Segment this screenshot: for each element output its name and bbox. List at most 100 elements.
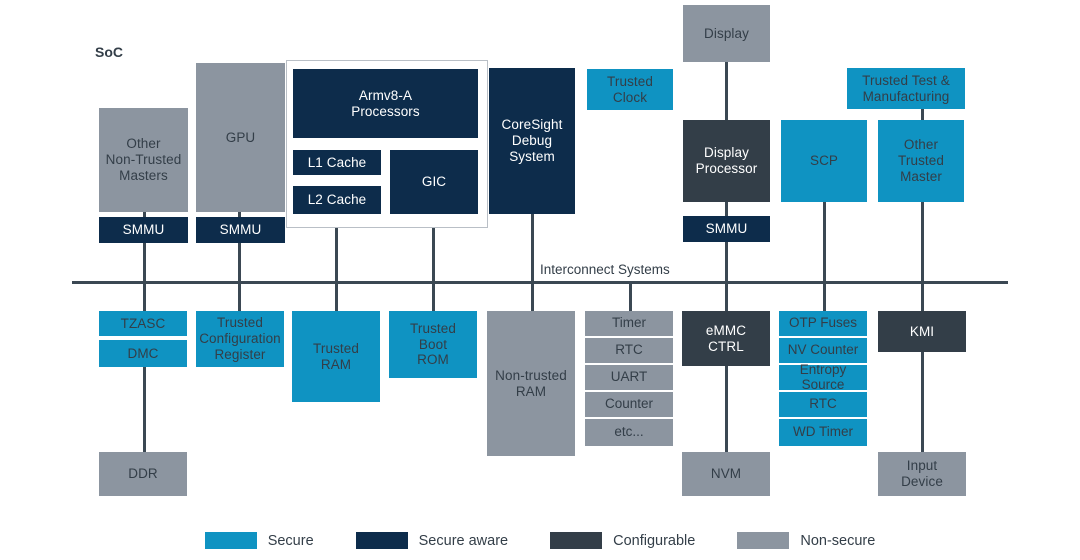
block-ddr[interactable]: DDR xyxy=(99,452,187,496)
block-gpu[interactable]: GPU xyxy=(196,63,285,212)
wire-other-trusted-master-to-bus xyxy=(921,201,924,285)
wire-scp-to-bus xyxy=(823,201,826,285)
legend: Secure Secure aware Configurable Non-sec… xyxy=(0,532,1080,549)
label-line: RAM xyxy=(515,383,547,399)
label-line: CoreSight xyxy=(501,117,563,133)
wire-display-to-display-processor xyxy=(725,61,728,122)
label-line: eMMC xyxy=(705,322,747,338)
legend-item-configurable: Configurable xyxy=(550,532,695,549)
block-rtc-secure[interactable]: RTC xyxy=(779,392,867,419)
block-trusted-configuration-register[interactable]: Trusted Configuration Register xyxy=(196,311,284,367)
label-line: Trusted Test & xyxy=(862,72,950,88)
label-line: Other xyxy=(126,136,161,152)
block-tzasc[interactable]: TZASC xyxy=(99,311,187,336)
block-trusted-boot-rom[interactable]: Trusted Boot ROM xyxy=(389,311,477,378)
stack-non-secure-peripherals: Timer RTC UART Counter etc... xyxy=(585,311,673,446)
block-emmc-ctrl[interactable]: eMMC CTRL xyxy=(682,311,770,366)
legend-item-secure: Secure xyxy=(204,532,314,549)
legend-item-non-secure: Non-secure xyxy=(737,532,875,549)
block-trusted-ram[interactable]: Trusted RAM xyxy=(292,311,380,402)
block-display[interactable]: Display xyxy=(683,5,770,62)
block-armv8a-processors[interactable]: Armv8-A Processors xyxy=(293,69,478,138)
label-line: Processors xyxy=(351,103,420,119)
label-line: CTRL xyxy=(708,338,744,354)
block-rtc[interactable]: RTC xyxy=(585,338,673,365)
legend-label-secure: Secure xyxy=(267,532,314,549)
label-line: Trusted xyxy=(607,73,653,89)
block-otp-fuses[interactable]: OTP Fuses xyxy=(779,311,867,338)
block-dmc[interactable]: DMC xyxy=(99,340,187,367)
block-scp[interactable]: SCP xyxy=(781,120,867,202)
label-line: Trusted xyxy=(217,315,263,331)
block-smmu-gpu[interactable]: SMMU xyxy=(196,217,285,243)
legend-label-configurable: Configurable xyxy=(613,532,696,549)
block-nv-counter[interactable]: NV Counter xyxy=(779,338,867,365)
wire-masters-to-smmu1 xyxy=(143,210,146,220)
label-line: Register xyxy=(214,346,266,362)
block-trusted-clock[interactable]: Trusted Clock xyxy=(587,69,673,110)
soc-title: SoC xyxy=(95,44,123,60)
label-line: Armv8-A xyxy=(358,87,413,103)
block-display-processor[interactable]: Display Processor xyxy=(683,120,770,202)
label-line: System xyxy=(509,148,555,164)
wire-bus-to-trusted-ram xyxy=(335,283,338,313)
label-line: Trusted xyxy=(313,340,359,356)
wire-bus-to-non-trusted-ram xyxy=(531,283,534,313)
block-smmu-display[interactable]: SMMU xyxy=(683,216,770,242)
block-input-device[interactable]: Input Device xyxy=(878,452,966,496)
block-entropy-source[interactable]: Entropy Source xyxy=(779,362,867,392)
legend-swatch-configurable xyxy=(550,532,603,549)
block-non-trusted-ram[interactable]: Non-trusted RAM xyxy=(487,311,575,456)
block-counter[interactable]: Counter xyxy=(585,392,673,419)
wire-coresight-to-bus xyxy=(531,214,534,285)
wire-kmi-to-input-device xyxy=(921,350,924,456)
block-l2-cache[interactable]: L2 Cache xyxy=(293,186,381,214)
block-timer[interactable]: Timer xyxy=(585,311,673,338)
stack-secure-peripherals: OTP Fuses NV Counter Entropy Source RTC … xyxy=(779,311,867,446)
label-line: Processor xyxy=(695,161,758,176)
label-line: ROM xyxy=(417,352,449,368)
wire-smmu2-to-bus xyxy=(238,240,241,285)
label-line: Manufacturing xyxy=(862,88,950,104)
block-etc[interactable]: etc... xyxy=(585,419,673,446)
block-uart[interactable]: UART xyxy=(585,365,673,392)
label-line: Non-trusted xyxy=(495,367,567,383)
block-other-non-trusted-masters[interactable]: Other Non-Trusted Masters xyxy=(99,108,188,212)
label-line: Trusted xyxy=(898,153,944,169)
wire-smmu1-to-bus xyxy=(143,240,146,285)
label-line: Trusted xyxy=(410,320,456,336)
wire-gpu-to-smmu2 xyxy=(238,210,241,220)
block-nvm[interactable]: NVM xyxy=(682,452,770,496)
wire-bus-to-peripherals xyxy=(629,283,632,313)
block-coresight-debug-system[interactable]: CoreSight Debug System xyxy=(489,68,575,214)
label-line: Masters xyxy=(119,167,168,183)
block-l1-cache[interactable]: L1 Cache xyxy=(293,150,381,175)
label-line: Boot xyxy=(418,336,448,352)
wire-dmc-to-ddr xyxy=(143,362,146,456)
block-other-trusted-master[interactable]: Other Trusted Master xyxy=(878,120,964,202)
wire-trusted-test-to-other-trusted-master xyxy=(921,108,924,122)
legend-label-secure-aware: Secure aware xyxy=(418,532,509,549)
block-wd-timer[interactable]: WD Timer xyxy=(779,419,867,446)
block-trusted-test-and-manufacturing[interactable]: Trusted Test & Manufacturing xyxy=(847,68,965,109)
block-kmi[interactable]: KMI xyxy=(878,311,966,352)
label-line: Source xyxy=(801,376,845,392)
legend-swatch-non-secure xyxy=(737,532,790,549)
label-line: Device xyxy=(901,474,943,489)
label-line: Configuration xyxy=(199,331,281,347)
wire-smmu3-to-bus xyxy=(725,241,728,285)
label-line: Master xyxy=(900,168,942,184)
label-line: Entropy xyxy=(799,362,847,378)
wire-bus-to-trusted-boot-rom xyxy=(432,283,435,313)
interconnect-bus-label: Interconnect Systems xyxy=(540,262,670,277)
label-line: Non-Trusted xyxy=(105,152,182,168)
block-smmu-masters[interactable]: SMMU xyxy=(99,217,188,243)
wire-bus-to-trusted-config-register xyxy=(238,283,241,313)
wire-gic-to-bus xyxy=(432,214,435,285)
legend-item-secure-aware: Secure aware xyxy=(355,532,509,549)
wire-emmc-to-nvm xyxy=(725,366,728,456)
block-gic[interactable]: GIC xyxy=(390,150,478,214)
legend-swatch-secure-aware xyxy=(355,532,408,549)
wire-bus-to-tzasc xyxy=(143,283,146,313)
